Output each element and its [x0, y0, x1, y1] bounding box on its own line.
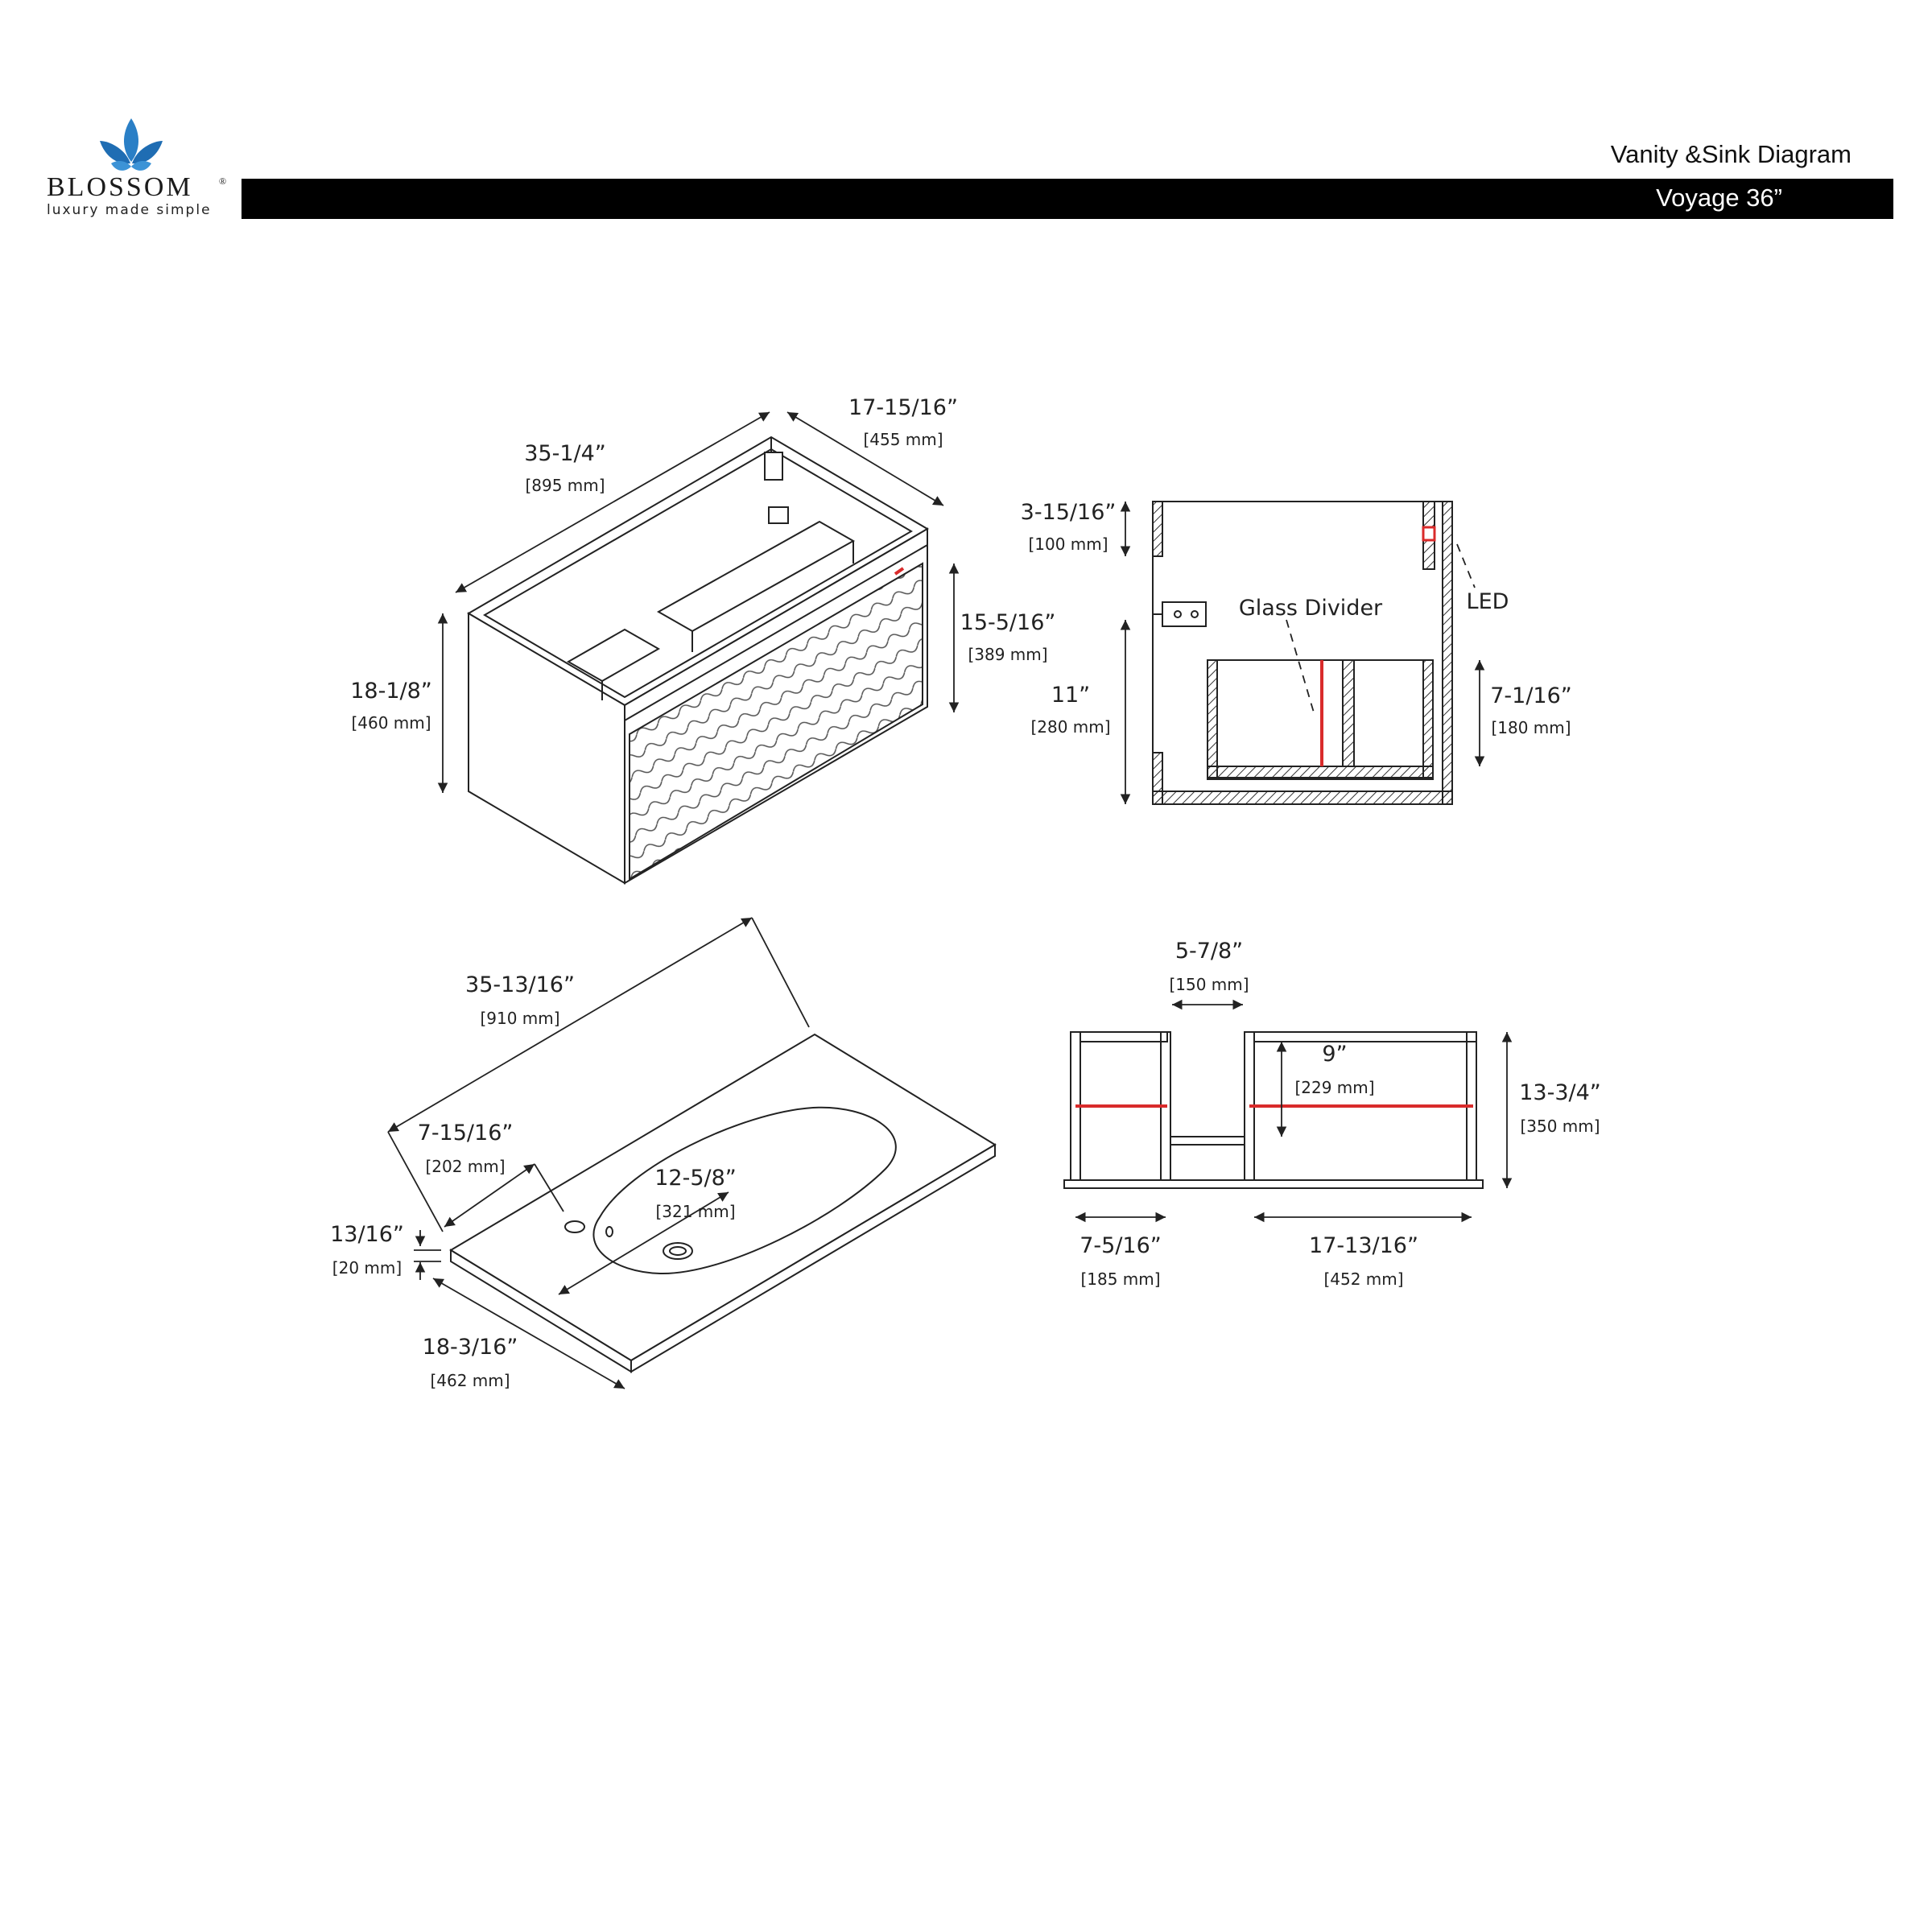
glass-divider-label: Glass Divider: [1239, 596, 1383, 621]
left-width-label: 7-5/16”: [1080, 1233, 1162, 1258]
bottom-height-mm: [280 mm]: [1030, 717, 1110, 737]
faucet-offset-mm: [202 mm]: [425, 1157, 505, 1176]
gap-width-label: 5-7/8”: [1175, 939, 1243, 964]
vanity-isometric-view: [467, 436, 929, 885]
vanity-width-mm: [895 mm]: [525, 476, 605, 495]
thickness-label: 13/16”: [330, 1222, 404, 1247]
gap-width-mm: [150 mm]: [1169, 975, 1249, 994]
sink-width-label: 35-13/16”: [465, 972, 575, 997]
title-bar: [242, 179, 1893, 219]
overall-height-mm: [350 mm]: [1520, 1117, 1600, 1136]
brand-name: BLOSSOM: [47, 172, 193, 202]
sink-width-mm: [910 mm]: [480, 1009, 559, 1028]
drawer-height-label: 15-5/16”: [960, 610, 1056, 635]
left-width-mm: [185 mm]: [1080, 1269, 1160, 1289]
vanity-depth-label: 17-15/16”: [848, 395, 958, 420]
drawer-box-height-mm: [180 mm]: [1491, 718, 1571, 737]
faucet-offset-label: 7-15/16”: [418, 1121, 514, 1146]
side-section-dimensions: [1120, 502, 1485, 804]
vanity-depth-mm: [455 mm]: [863, 430, 943, 449]
thickness-mm: [20 mm]: [332, 1258, 402, 1278]
vanity-height-label: 18-1/8”: [350, 679, 432, 704]
inner-height-mm: [229 mm]: [1294, 1078, 1374, 1097]
overall-height-label: 13-3/4”: [1519, 1080, 1601, 1105]
sink-depth-label: 18-3/16”: [423, 1335, 518, 1360]
document-title: Vanity &Sink Diagram: [1610, 140, 1852, 168]
top-gap-label: 3-15/16”: [1021, 500, 1117, 525]
side-section-view: [1152, 501, 1453, 805]
registered-mark: ®: [219, 175, 227, 187]
drawer-box-height-label: 7-1/16”: [1490, 683, 1572, 708]
led-label: LED: [1467, 589, 1509, 614]
front-section-view: [1063, 1031, 1484, 1189]
basin-length-label: 12-5/8”: [654, 1166, 737, 1191]
vanity-height-mm: [460 mm]: [351, 713, 431, 733]
lotus-flower-icon: [100, 118, 163, 171]
brand-tagline: luxury made simple: [47, 202, 212, 218]
brand-logo: [95, 117, 167, 178]
vanity-width-label: 35-1/4”: [524, 441, 606, 466]
bottom-height-label: 11”: [1051, 683, 1090, 708]
drawer-height-mm: [389 mm]: [968, 645, 1047, 664]
top-gap-mm: [100 mm]: [1028, 535, 1108, 554]
inner-height-label: 9”: [1322, 1042, 1347, 1067]
right-width-mm: [452 mm]: [1323, 1269, 1403, 1289]
model-name: Voyage 36”: [1656, 184, 1782, 212]
vanity-iso-dimensions: [437, 411, 960, 793]
sink-top-dimensions: [387, 917, 810, 1389]
basin-length-mm: [321 mm]: [655, 1202, 735, 1221]
right-width-label: 17-13/16”: [1309, 1233, 1418, 1258]
front-section-dimensions: [1075, 999, 1513, 1223]
sink-depth-mm: [462 mm]: [430, 1371, 510, 1390]
